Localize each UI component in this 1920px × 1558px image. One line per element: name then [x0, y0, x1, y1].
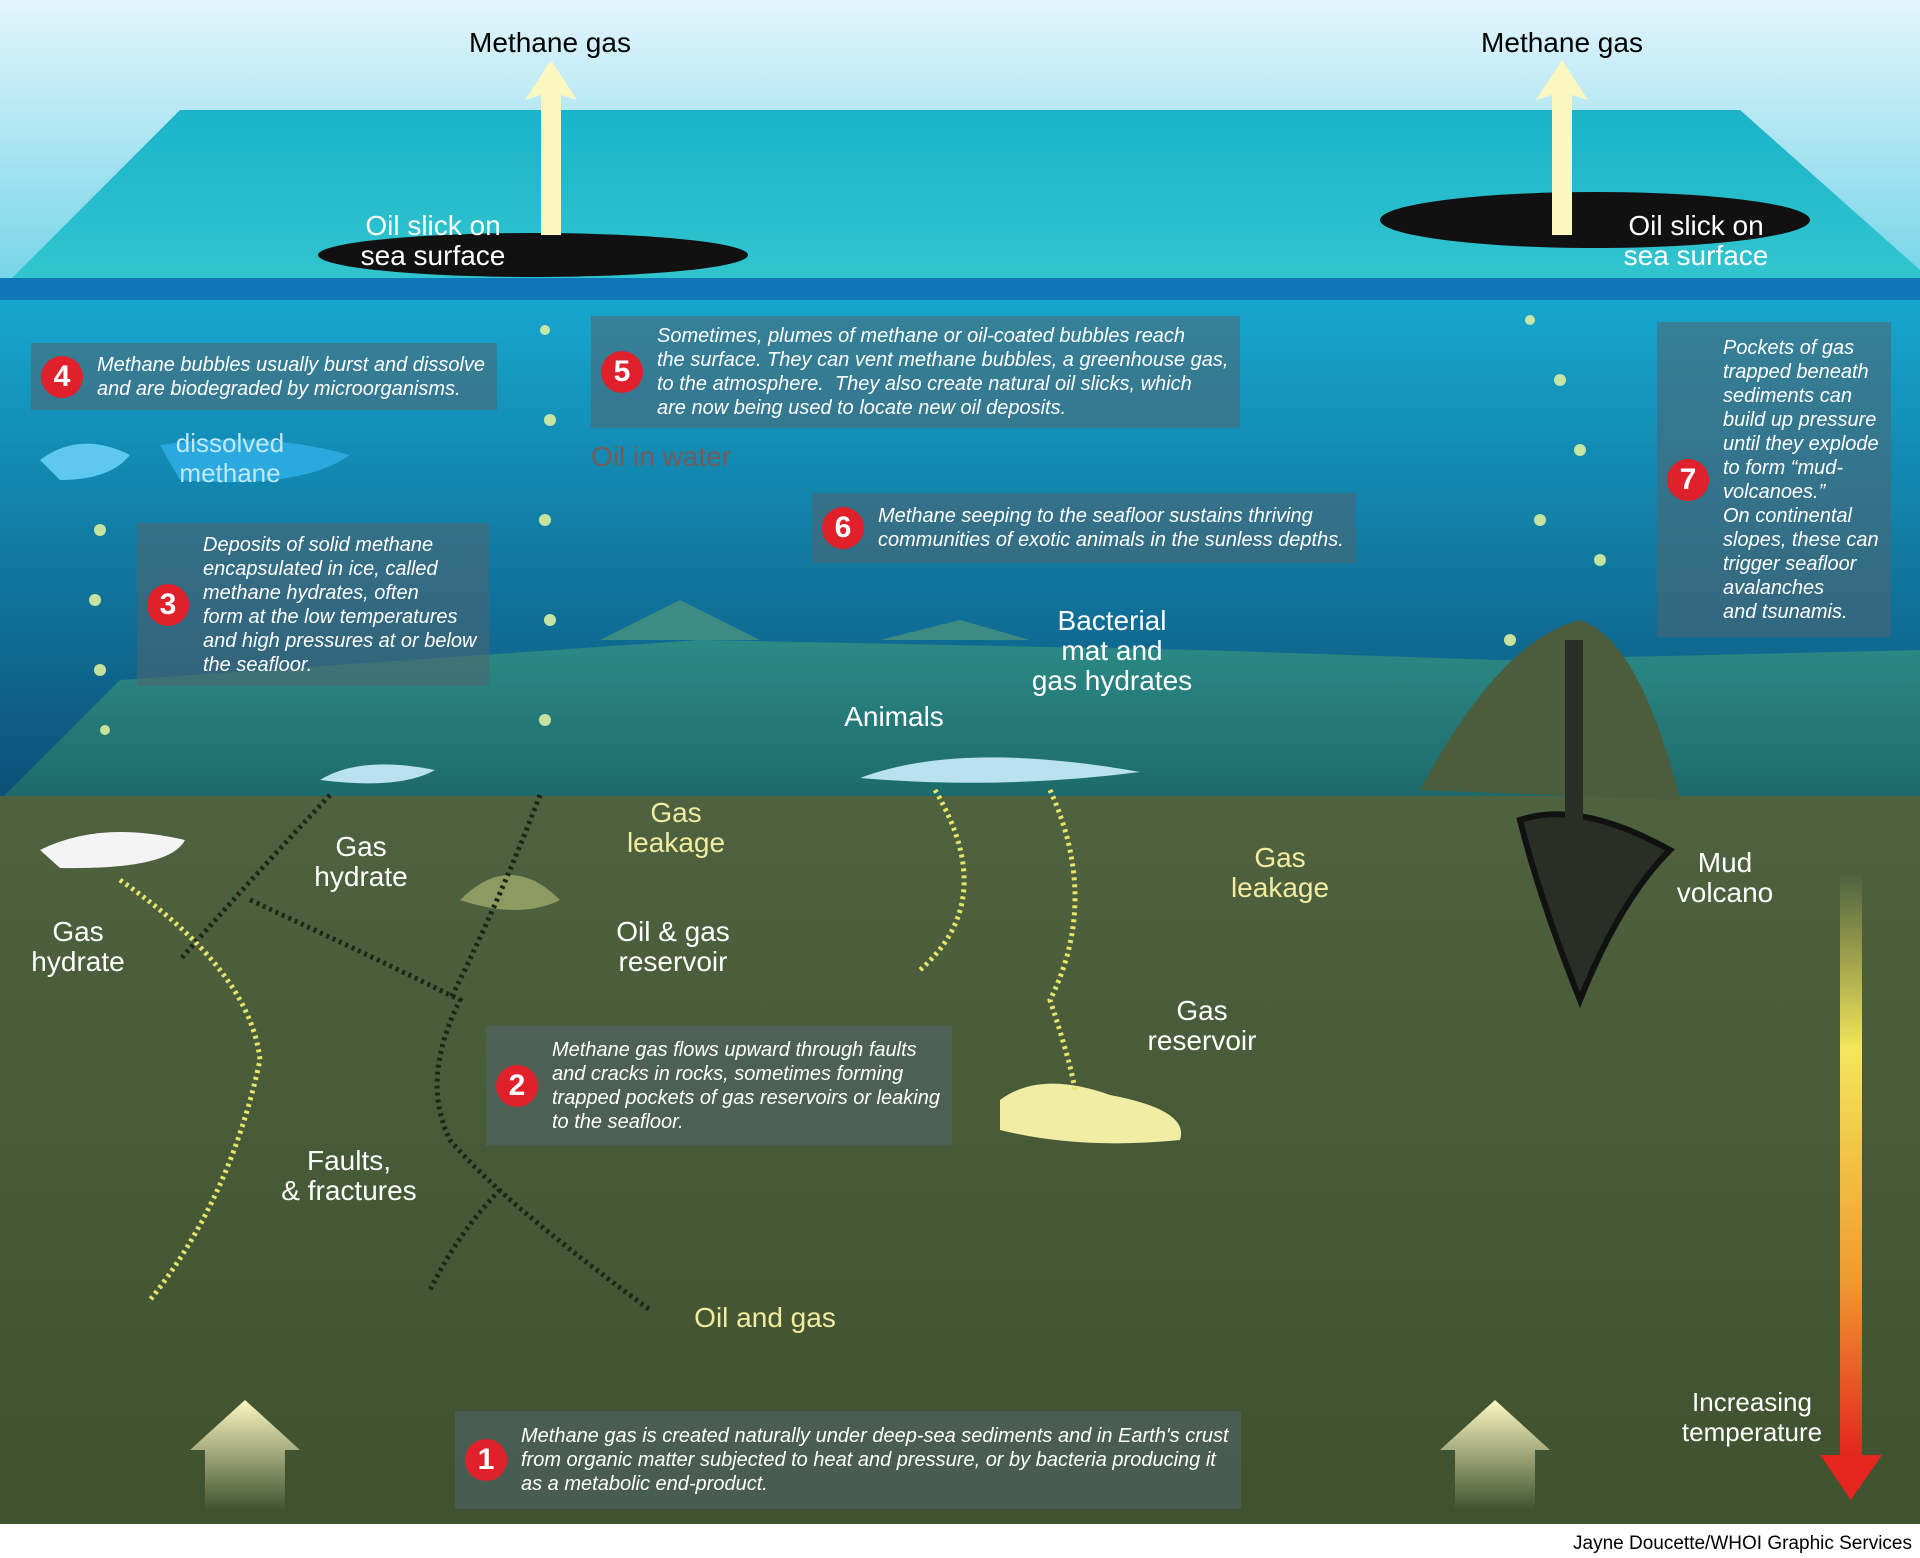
gas-hydrate-label-mid: Gas hydrate — [314, 831, 408, 892]
gas-leakage-label-left: Gas leakage — [626, 797, 726, 858]
callout-3: 3 Deposits of solid methane encapsulated … — [137, 523, 489, 686]
callout-1: 1 Methane gas is created naturally under … — [455, 1411, 1241, 1509]
callout-number-badge: 7 — [1667, 458, 1709, 501]
callout-2: 2 Methane gas flows upward through faults… — [486, 1026, 952, 1146]
callout-text: Methane gas is created naturally under d… — [521, 1425, 1229, 1495]
callout-5: 5 Sometimes, plumes of methane or oil-coa… — [591, 316, 1241, 428]
callout-number-badge: 2 — [496, 1065, 538, 1107]
callout-text: Deposits of solid methane encapsulated i… — [203, 533, 477, 676]
gas-reservoir-label: Gas reservoir — [1147, 995, 1257, 1056]
gas-hydrate-label-left: Gas hydrate — [31, 916, 125, 977]
callout-text: Methane bubbles usually burst and dissol… — [97, 353, 486, 400]
faults-fractures-label: Faults, & fractures — [281, 1145, 417, 1206]
oil-and-gas-label: Oil and gas — [694, 1302, 836, 1333]
callout-number-badge: 6 — [822, 507, 864, 549]
methane-gas-label-left: Methane gas — [469, 27, 631, 58]
callout-number-badge: 4 — [41, 355, 83, 398]
callout-6: 6 Methane seeping to the seafloor sustain… — [812, 493, 1356, 563]
callout-7: 7 Pockets of gas trapped beneath sediment… — [1657, 322, 1891, 637]
callout-number-badge: 1 — [465, 1439, 507, 1481]
bacterial-mat-label: Bacterial mat and gas hydrates — [1031, 605, 1193, 696]
dissolved-methane-label: dissolved methane — [175, 428, 285, 488]
oil-slick-label-right: Oil slick on sea surface — [1623, 210, 1769, 271]
callout-text: Methane seeping to the seafloor sustains… — [878, 505, 1344, 551]
animals-label: Animals — [844, 701, 944, 732]
callout-number-badge: 5 — [601, 351, 643, 393]
callout-number-badge: 3 — [147, 583, 189, 626]
gas-leakage-label-right: Gas leakage — [1230, 842, 1330, 903]
oil-in-water-label: Oil in water — [590, 441, 732, 472]
callout-text: Sometimes, plumes of methane or oil-coat… — [657, 325, 1229, 419]
increasing-temperature-label: Increasing temperature — [1681, 1387, 1823, 1447]
oil-gas-reservoir-label: Oil & gas reservoir — [616, 916, 730, 977]
callout-text: Pockets of gas trapped beneath sediments… — [1723, 336, 1879, 623]
image-credit: Jayne Doucette/WHOI Graphic Services — [1573, 1533, 1912, 1554]
methane-gas-label-right: Methane gas — [1481, 27, 1643, 58]
mud-volcano-label: Mud volcano — [1676, 847, 1774, 908]
callout-text: Methane gas flows upward through faults … — [552, 1039, 940, 1133]
callout-4: 4 Methane bubbles usually burst and disso… — [31, 343, 498, 410]
oil-slick-label-left: Oil slick on sea surface — [360, 210, 506, 271]
